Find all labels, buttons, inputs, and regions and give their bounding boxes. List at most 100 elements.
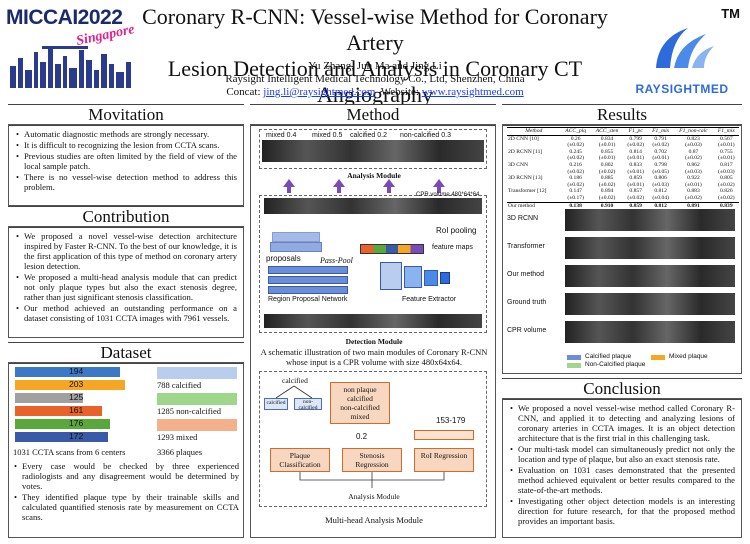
conclusion-item: Investigating other object detection mod… [509,496,735,526]
table-cell: (±0.02) [567,142,584,149]
miccai-logo-text: MICCAI2022 [6,6,123,29]
center-bar [15,419,111,429]
strip-label: calcified 0.2 [350,132,387,139]
dataset-list: Every case would be checked by three exp… [13,461,239,523]
website-label: Website: [380,86,419,98]
website-link[interactable]: www.raysightmed.com [421,86,524,98]
table-cell: 3D CNN [508,161,529,168]
cpr-result-image [262,140,484,162]
motivation-section: Automatic diagnostic methods are strongl… [8,124,244,206]
multihead-caption: Multi-head Analysis Module [325,515,423,525]
singapore-skyline-icon [10,46,131,88]
mh-roi-head: RoI Regression [414,448,474,472]
mh-type: non-calcified [340,403,380,412]
mh-connector-lines-icon [299,472,445,488]
table-cell: (±0.01) [718,155,735,162]
comparison-image [565,265,735,287]
conclusion-item: We proposed a novel vessel-wise method c… [509,403,735,443]
table-cell: 2D RCNN [11] [508,148,543,155]
table-cell: 0.805 [720,175,733,182]
proposal-block [272,232,320,242]
rpn-block [268,266,348,274]
feature-block [404,266,422,288]
table-cell: (±0.01) [627,168,644,175]
center-bar-value: 172 [69,431,84,441]
table-cell: (±0.02) [567,168,584,175]
cpr-proposal-image [264,198,482,214]
table-cell: 0.839 [713,201,739,210]
affiliation: Raysight Intelligent Medical Technology … [225,73,525,85]
legend-swatch [567,363,581,368]
method-heading: Method [250,104,496,126]
table-cell: 0.833 [629,161,642,168]
table-cell: 0.755 [720,148,733,155]
raysightmed-logo: TM RAYSIGHTMED [618,6,746,96]
center-bar-value: 194 [69,366,84,376]
table-cell: Our method [507,201,561,210]
comparison-row-label: 3D RCNN [507,215,539,222]
detection-module-label: Detection Module [345,337,403,346]
proposal-block [270,242,322,252]
center-bar-value: 176 [69,418,84,428]
detection-module-box: CPR volume 480*64*64 proposals Pass-Pool… [259,192,487,333]
legend-label: Non-Calcified plaque [585,361,646,368]
mh-type: non plaque [343,385,377,394]
feature-block [424,270,438,286]
plaque-label: 788 calcified [157,380,202,390]
table-cell: 0.894 [600,188,614,195]
table-cell: (±0.03) [652,181,669,188]
center-bar [15,406,103,416]
mh-analysis-label: Analysis Module [348,492,400,501]
table-cell: (±0.01) [627,155,644,162]
comparison-image [565,209,735,231]
comparison-row-label: Our method [507,271,544,278]
contact-email-link[interactable]: jing.li@raysightmed.com [263,86,376,98]
authors: Yu Zhang, Jun Ma and Jing Li [308,60,442,72]
plaque-swatch [157,419,237,431]
table-cell: 0.216 [569,161,582,168]
plaque-swatch [157,393,237,405]
table-cell [507,142,561,149]
center-bar-value: 161 [69,405,84,415]
table-cell: (±0.02) [598,194,616,201]
contribution-item: Our method achieved an outstanding perfo… [15,303,237,323]
table-cell: 0.791 [654,135,667,142]
comparison-row-label: Transformer [507,243,545,250]
conclusion-item: Evaluation on 1031 cases demonstrated th… [509,465,735,495]
table-cell: (±0.04) [652,194,669,201]
analysis-module-label: Analysis Module [347,171,401,180]
proposals-label: proposals [266,254,301,263]
table-cell: (±0.01) [627,181,644,188]
contribution-section: We proposed a novel vessel-wise detectio… [8,226,244,338]
contact-line: Concat: jing.li@raysightmed.com Website:… [140,86,610,99]
feature-extractor-label: Feature Extractor [402,296,457,303]
rpn-block [268,286,348,294]
table-header-cell: ACC_plq [560,127,591,136]
rpn-label: Region Proposal Network [268,296,348,303]
motivation-item: It is difficult to recognizing the lesio… [15,140,237,150]
table-cell: 0.910 [590,201,624,210]
table-cell: (±0.05) [652,168,669,175]
table-cell: 0.817 [720,161,733,168]
motivation-list: Automatic diagnostic methods are strongl… [15,129,237,192]
centers-caption: 1031 CCTA scans from 6 centers [13,447,126,457]
strip-label: non-calcified 0.3 [400,132,451,139]
center-bar [15,393,83,403]
comparison-image [565,293,735,315]
table-cell: 0.806 [654,175,667,182]
table-cell: 2D CNN [10] [508,135,539,142]
table-cell: 0.834 [600,135,614,142]
mh-roi-value: 153-179 [436,416,466,425]
center-bar [15,432,109,442]
legend-swatch [651,355,665,360]
analysis-output-box: mixed 0.4 mixed 0.5 calcified 0.2 non-ca… [259,129,487,169]
conclusion-item: Our multi-task model can simultaneously … [509,444,735,464]
cpr-input-image [264,314,482,328]
table-cell: 0.799 [629,135,642,142]
